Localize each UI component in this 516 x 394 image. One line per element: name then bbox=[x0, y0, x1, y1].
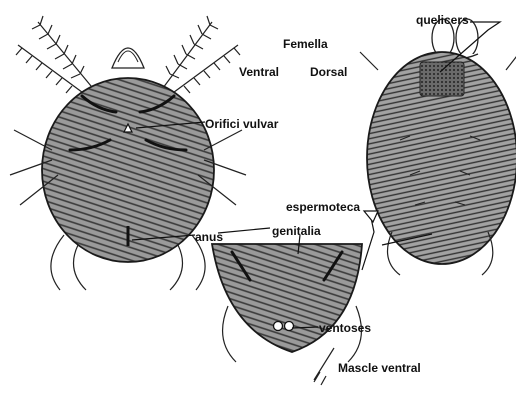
label-mascle-ventral: Mascle ventral bbox=[338, 361, 421, 375]
label-ventral: Ventral bbox=[239, 65, 279, 79]
label-femella: Femella bbox=[283, 37, 328, 51]
label-genitalia: genitalia bbox=[272, 224, 321, 238]
label-dorsal: Dorsal bbox=[310, 65, 347, 79]
label-orifici-vulvar: Orifici vulvar bbox=[205, 117, 278, 131]
label-espermoteca: espermoteca bbox=[286, 200, 360, 214]
label-quelicers: quelicers bbox=[416, 13, 469, 27]
female-ventral-figure bbox=[10, 16, 246, 290]
label-ventoses: ventoses bbox=[319, 321, 371, 335]
female-dorsal-figure bbox=[360, 19, 516, 275]
label-anus: anus bbox=[195, 230, 223, 244]
